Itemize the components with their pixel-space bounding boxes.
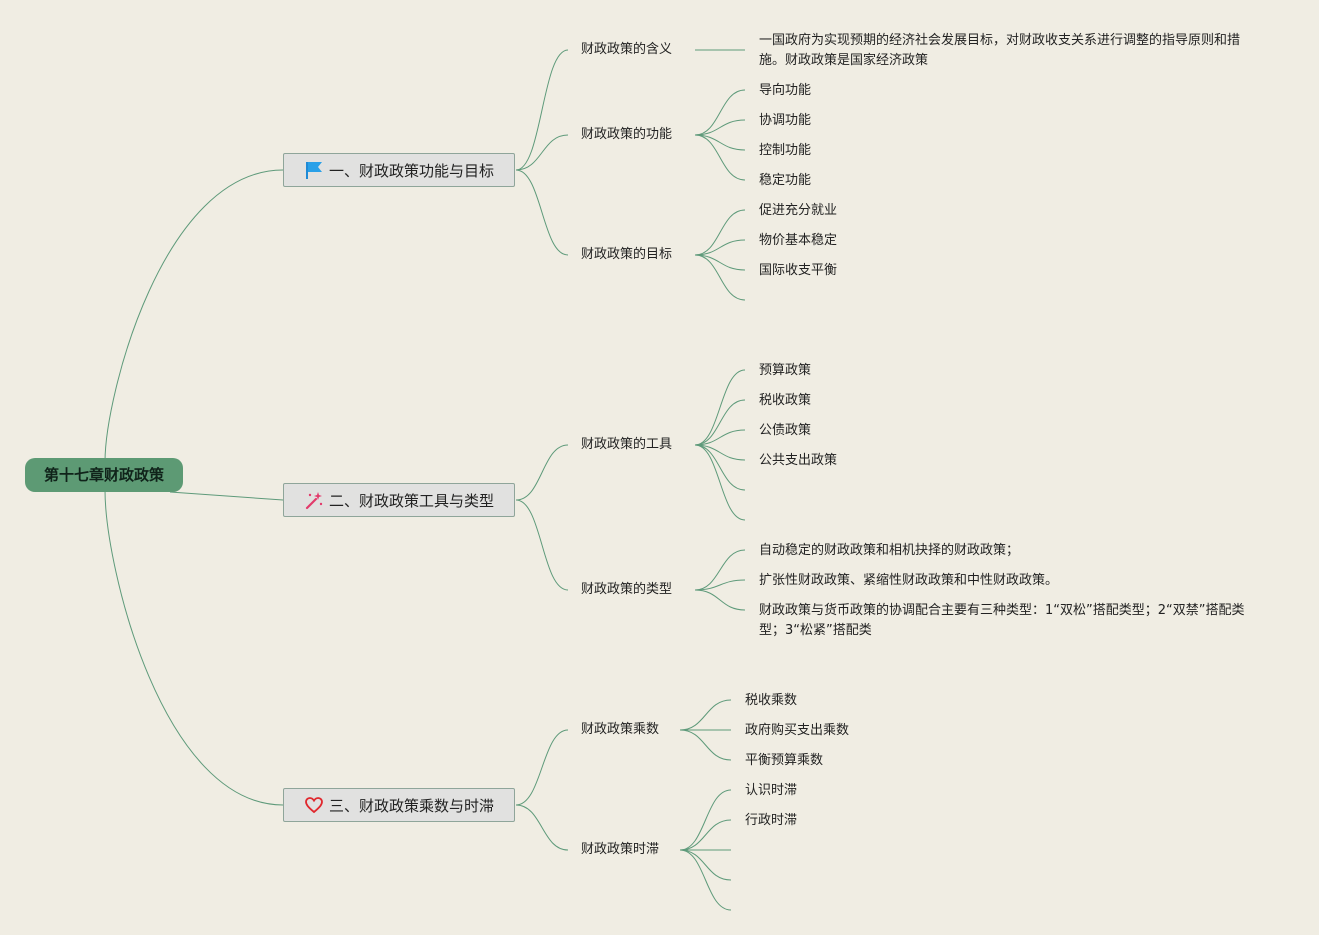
topic-link [515,49,569,171]
leaf-link [694,589,746,611]
leaf-item[interactable]: 控制功能 [759,143,812,158]
leaf-item[interactable]: 公债政策 [759,423,812,438]
leaf-item[interactable]: 财政政策与货币政策的协调配合主要有三种类型：1“双松”搭配类型；2“双禁”搭配类… [759,603,1245,638]
leaf-link [694,209,746,256]
leaf-link [694,444,746,461]
leaf-link [679,849,732,911]
topic-node-2[interactable]: 二、财政政策工具与类型 [283,483,515,517]
topic-link [515,729,569,806]
leaf-item[interactable]: 导向功能 [759,83,812,98]
magic-wand-icon [304,490,324,510]
leaf-item[interactable]: 认识时滞 [745,783,798,798]
topic-link [515,804,569,851]
topic-link [515,444,569,501]
topic-link [515,134,569,171]
leaf-item[interactable]: 自动稳定的财政政策和相机抉择的财政政策； [759,543,1020,558]
leaf-link [694,239,746,256]
subtopic-meaning[interactable]: 财政政策的含义 [581,42,673,57]
leaf-link [694,119,746,136]
subtopic-goals[interactable]: 财政政策的目标 [581,247,673,262]
leaf-item[interactable]: 行政时滞 [745,813,798,828]
leaf-item[interactable]: 稳定功能 [759,173,812,188]
flag-icon [304,160,324,180]
leaf-link [694,444,746,521]
leaf-link [694,444,746,491]
leaf-item[interactable]: 协调功能 [759,113,812,128]
leaf-link [679,699,732,731]
root-node[interactable]: 第十七章财政政策 [25,458,183,492]
leaf-link [694,429,746,446]
leaf-item[interactable]: 预算政策 [759,363,812,378]
subtopic-types[interactable]: 财政政策的类型 [581,582,673,597]
leaf-item[interactable]: 扩张性财政政策、紧缩性财政政策和中性财政政策。 [759,573,1059,588]
topic-label: 三、财政政策乘数与时滞 [328,796,494,815]
leaf-item[interactable]: 政府购买支出乘数 [745,723,850,738]
leaf-link [679,729,732,761]
leaf-item[interactable]: 税收乘数 [745,693,798,708]
topic-link [515,169,569,256]
leaf-link [694,134,746,181]
leaf-link [694,134,746,151]
subtopic-multiplier[interactable]: 财政政策乘数 [581,722,660,737]
leaf-definition[interactable]: 一国政府为实现预期的经济社会发展目标，对财政收支关系进行调整的指导原则和措施。财… [759,33,1241,68]
topic-link [515,499,569,591]
leaf-item[interactable]: 促进充分就业 [759,203,838,218]
subtopic-tools[interactable]: 财政政策的工具 [581,437,673,452]
leaf-item[interactable]: 税收政策 [759,393,812,408]
leaf-link [694,369,746,446]
leaf-item[interactable]: 物价基本稳定 [759,233,838,248]
heart-icon [304,795,324,815]
leaf-link [694,254,746,271]
leaf-link [679,819,732,851]
root-link [104,169,284,463]
topic-label: 二、财政政策工具与类型 [328,491,494,510]
topic-node-1[interactable]: 一、财政政策功能与目标 [283,153,515,187]
leaf-item[interactable]: 平衡预算乘数 [745,753,824,768]
leaf-item[interactable]: 公共支出政策 [759,453,838,468]
subtopic-time-lag[interactable]: 财政政策时滞 [581,842,660,857]
leaf-link [679,789,732,851]
subtopic-functions[interactable]: 财政政策的功能 [581,127,673,142]
leaf-link [694,549,746,591]
leaf-link [694,579,746,591]
root-link [104,489,284,806]
root-link [169,491,284,501]
topic-label: 一、财政政策功能与目标 [328,161,494,180]
leaf-link [694,89,746,136]
leaf-link [694,254,746,301]
topic-node-3[interactable]: 三、财政政策乘数与时滞 [283,788,515,822]
leaf-link [694,399,746,446]
leaf-link [679,849,732,881]
leaf-item[interactable]: 国际收支平衡 [759,263,838,278]
